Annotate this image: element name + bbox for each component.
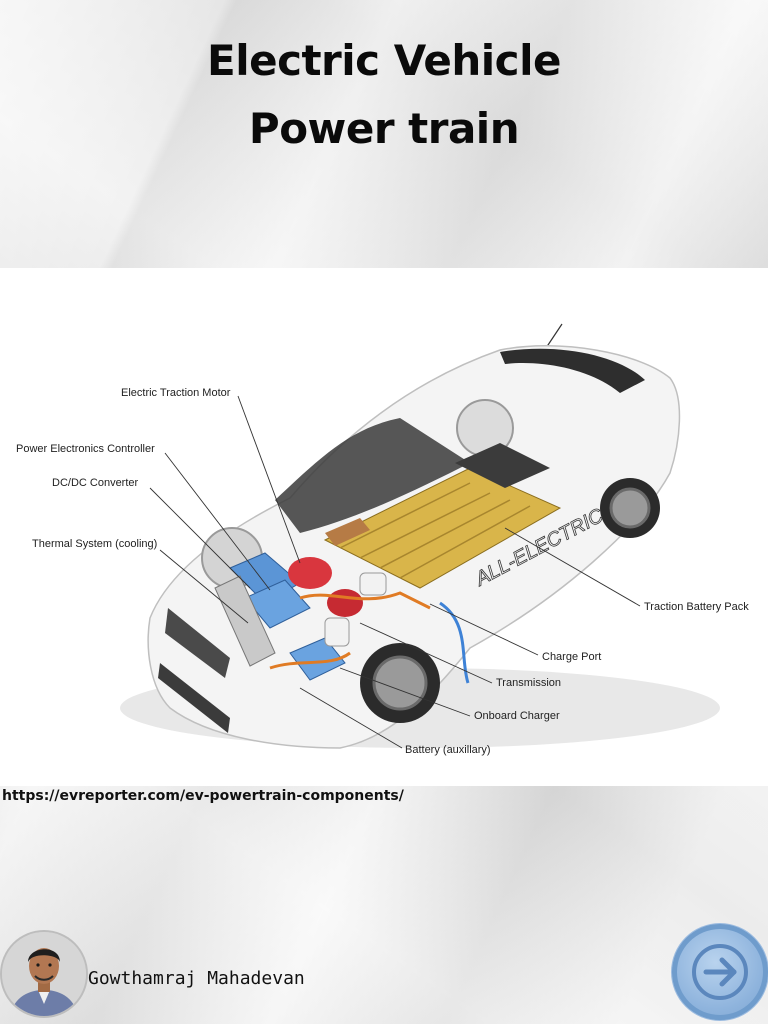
callout-transmission: Transmission xyxy=(496,677,561,689)
callout-dcdc-converter: DC/DC Converter xyxy=(52,477,139,489)
callout-electric-traction-motor: Electric Traction Motor xyxy=(121,387,231,399)
callout-charge-port: Charge Port xyxy=(542,651,601,663)
author-avatar xyxy=(2,932,86,1016)
author-name: Gowthamraj Mahadevan xyxy=(88,968,305,989)
callout-onboard-charger: Onboard Charger xyxy=(474,710,560,722)
callout-power-electronics-controller: Power Electronics Controller xyxy=(16,443,155,455)
callout-aux-battery: Battery (auxillary) xyxy=(405,744,491,756)
page-title-line-2: Power train xyxy=(248,104,520,153)
next-button[interactable] xyxy=(672,924,768,1020)
page-title-line-1: Electric Vehicle xyxy=(207,36,561,85)
source-link[interactable]: https://evreporter.com/ev-powertrain-com… xyxy=(2,788,404,804)
callout-thermal-system: Thermal System (cooling) xyxy=(32,538,157,550)
car-cutaway-graphic: ALL-ELECTRIC Electric Traction Motor Pow… xyxy=(16,323,749,756)
callout-traction-battery-pack: Traction Battery Pack xyxy=(644,601,749,613)
powertrain-illustration: ALL-ELECTRIC Electric Traction Motor Pow… xyxy=(0,268,768,786)
arrow-right-icon xyxy=(692,944,748,1000)
person-icon xyxy=(2,932,86,1016)
